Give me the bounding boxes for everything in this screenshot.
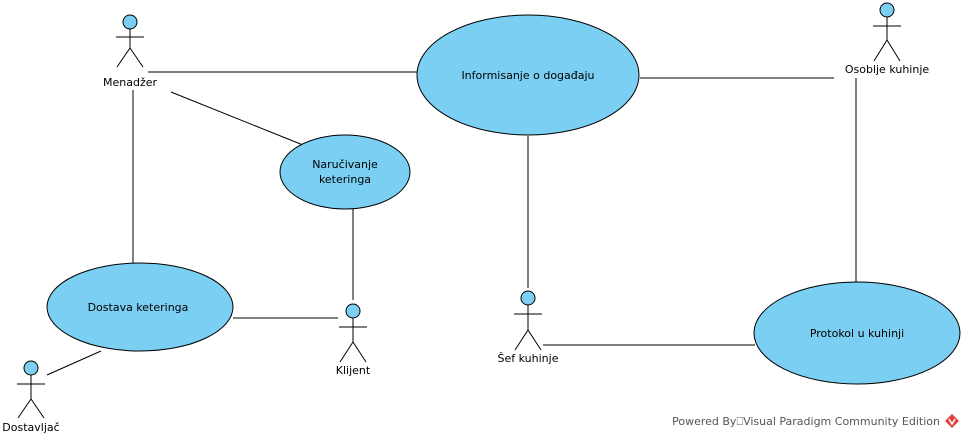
usecase-dostava[interactable]: Dostava keteringa bbox=[46, 262, 234, 352]
watermark-text: Powered By⎕Visual Paradigm Community Edi… bbox=[672, 415, 940, 428]
actor-osoblje-label: Osoblje kuhinje bbox=[845, 63, 930, 76]
actor-osoblje-figure bbox=[873, 2, 901, 62]
usecase-informisanje-label: Informisanje o događaju bbox=[461, 69, 594, 82]
actor-klijent[interactable]: Klijent bbox=[336, 303, 371, 377]
actor-menadzer-label: Menadžer bbox=[103, 76, 157, 89]
actor-sef-kuhinje[interactable]: Šef kuhinje bbox=[498, 290, 559, 365]
actor-klijent-label: Klijent bbox=[336, 364, 371, 377]
actor-dostavljac-label: Dostavljač bbox=[2, 421, 59, 434]
actor-sef-label: Šef kuhinje bbox=[498, 352, 559, 365]
actor-osoblje-kuhinje[interactable]: Osoblje kuhinje bbox=[845, 2, 930, 76]
watermark-suffix: Visual Paradigm Community Edition bbox=[743, 415, 940, 428]
usecase-protokol-label: Protokol u kuhinji bbox=[810, 327, 904, 340]
actor-menadzer[interactable]: Menadžer bbox=[103, 14, 157, 89]
associations bbox=[46, 71, 857, 376]
actor-sef-figure bbox=[514, 290, 542, 351]
watermark-prefix: Powered By bbox=[672, 415, 737, 428]
actor-menadzer-figure bbox=[116, 14, 144, 68]
assoc-dostava-dostavljac bbox=[46, 350, 102, 376]
watermark-glyph: ⎕ bbox=[736, 415, 743, 428]
usecase-informisanje[interactable]: Informisanje o događaju bbox=[416, 14, 640, 136]
visual-paradigm-logo-icon bbox=[945, 414, 959, 428]
usecase-narucivanje-label-line2: keteringa bbox=[319, 173, 371, 186]
actor-klijent-figure bbox=[339, 303, 367, 363]
actor-dostavljac-figure bbox=[17, 360, 45, 419]
usecase-narucivanje[interactable]: Naručivanje keteringa bbox=[279, 134, 411, 210]
watermark: Powered By⎕Visual Paradigm Community Edi… bbox=[672, 414, 959, 428]
actor-dostavljac[interactable]: Dostavljač bbox=[2, 360, 60, 434]
usecase-protokol[interactable]: Protokol u kuhinji bbox=[753, 281, 961, 385]
usecase-dostava-label: Dostava keteringa bbox=[88, 301, 189, 314]
assoc-menadzer-narucivanje bbox=[170, 91, 304, 146]
usecase-narucivanje-label-line1: Naručivanje bbox=[312, 158, 378, 171]
